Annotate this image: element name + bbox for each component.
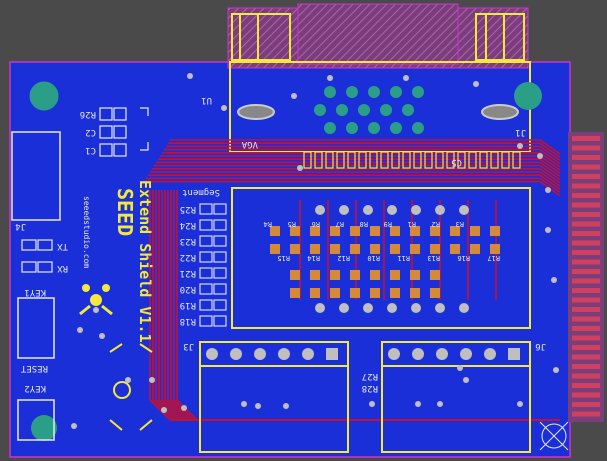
header-pin [572, 288, 600, 293]
board-outline [9, 61, 571, 458]
resistor-label: R7 [336, 220, 344, 228]
r27-label: R27 [362, 371, 378, 381]
j6-label: J6 [535, 341, 546, 351]
resistor-label: R9 [384, 220, 392, 228]
header-pin [572, 221, 600, 227]
header-pin [572, 136, 600, 141]
header-pin [572, 335, 600, 341]
tx-label: TX [57, 241, 68, 251]
resistor-label: R14 [307, 254, 320, 262]
header-pin [572, 259, 600, 265]
resistor-label: R16 [457, 254, 470, 262]
segment-resistor-label: R20 [180, 284, 196, 294]
key2-switch [17, 399, 55, 441]
r28-label: R28 [362, 383, 378, 393]
vga-label: VGA [241, 139, 258, 149]
header-pin [572, 174, 600, 179]
j3-label: J3 [183, 341, 194, 351]
header-pin [572, 316, 600, 322]
header-pin [572, 250, 600, 255]
header-pin [572, 202, 600, 208]
segment-resistor-label: R21 [180, 268, 196, 278]
key1-switch [17, 297, 55, 359]
header-pin [572, 411, 600, 417]
header-pin [572, 373, 600, 379]
resistor-label: R4 [264, 220, 272, 228]
header-pin [572, 164, 600, 170]
header-pin [572, 155, 600, 160]
brand-logo-text: SEED [113, 188, 137, 236]
segment-resistor-label: R22 [180, 252, 196, 262]
resistor-label: R10 [367, 254, 380, 262]
header-pin [572, 193, 600, 198]
u1-label: U1 [201, 95, 212, 105]
header-pin [572, 392, 600, 398]
header-pin [572, 354, 600, 360]
resistor-label: R12 [337, 254, 350, 262]
header-pin [572, 231, 600, 236]
resistor-label: R1 [408, 220, 416, 228]
key2-label: KEY2 [24, 383, 46, 393]
header-pin [572, 278, 600, 284]
header-pin [572, 402, 600, 407]
header-pin [572, 383, 600, 388]
header-pin [572, 269, 600, 274]
center-pad-grid: R15 R14 R12 R10 R11 R13 R16 R17 R4 R5 R6 R7 R8 R9 R1 R2… [264, 205, 500, 313]
brand-url: seeedstudio.com [82, 196, 91, 268]
header-pin [572, 212, 600, 217]
resistor-label: R8 [360, 220, 368, 228]
resistor-label: R11 [397, 254, 410, 262]
key1-label: KEY1 [24, 287, 46, 297]
c1-label: C1 [85, 145, 96, 155]
j6-header [381, 341, 531, 453]
seeed-logo-icon [79, 284, 113, 316]
j3-header [199, 341, 349, 453]
vga-mount-hole-right [481, 104, 519, 120]
c5-label: C5 [451, 157, 462, 167]
j4-connector [11, 131, 61, 221]
resistor-label: R2 [432, 220, 440, 228]
segment-resistor-label: R23 [180, 236, 196, 246]
j4-label: J4 [15, 221, 26, 231]
vga-pin-array [303, 86, 521, 169]
resistor-label: R6 [312, 220, 320, 228]
r26-label: R26 [80, 109, 96, 119]
resistor-label: R15 [277, 254, 290, 262]
segment-label: Segment [182, 187, 220, 197]
led-indicators [21, 239, 53, 273]
header-pin [572, 297, 600, 303]
buzzer-outline [109, 343, 153, 431]
j1-label: J1 [515, 127, 526, 137]
rx-label: RX [57, 263, 68, 273]
header-pin [572, 240, 600, 246]
right-edge-header [568, 132, 604, 422]
segment-display-outline [231, 187, 531, 329]
segment-resistor-label: R18 [180, 316, 196, 326]
header-pin [572, 183, 600, 189]
header-pin [572, 326, 600, 331]
header-pin [572, 345, 600, 350]
segment-resistor-label: R24 [180, 220, 196, 230]
mounting-holes [29, 81, 569, 451]
resistor-label: R5 [288, 220, 296, 228]
header-pin [572, 145, 600, 151]
top-left-components [99, 107, 149, 157]
segment-resistor-label: R25 [180, 204, 196, 214]
resistor-label: R3 [456, 220, 464, 228]
vga-mount-hole-left [237, 104, 275, 120]
c2-label: C2 [85, 127, 96, 137]
copper-traces [144, 139, 561, 421]
vias [71, 73, 559, 429]
header-pin [572, 307, 600, 312]
resistor-label: R13 [427, 254, 440, 262]
board-title: Extend Shield V1.1 [136, 180, 154, 343]
header-pin [572, 364, 600, 369]
segment-resistor-label: R19 [180, 300, 196, 310]
reset-label: RESET [20, 363, 48, 373]
resistor-label: R17 [487, 254, 500, 262]
